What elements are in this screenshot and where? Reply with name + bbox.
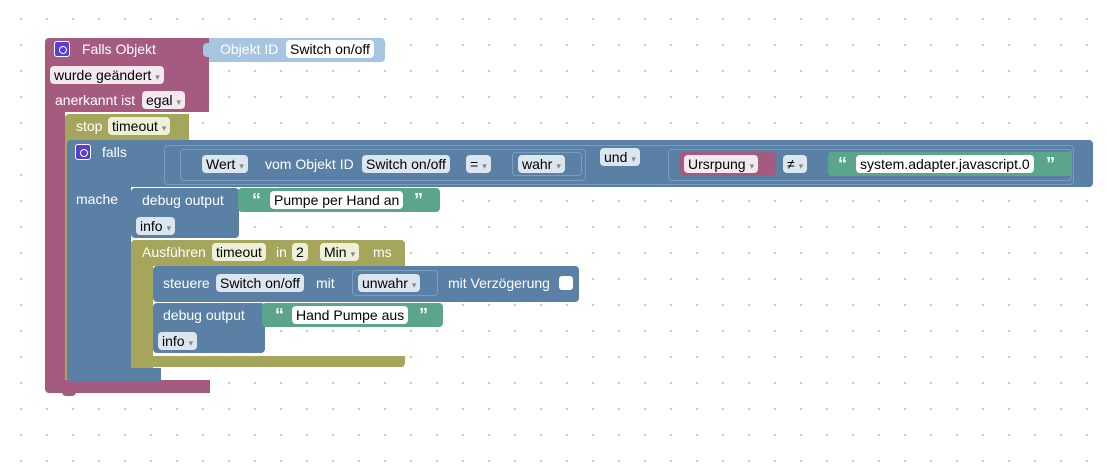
change-dropdown[interactable]: wurde geändert▾ bbox=[50, 66, 164, 84]
neq-operator: ≠ bbox=[787, 156, 795, 172]
adapter-value: system.adapter.javascript.0 bbox=[860, 156, 1030, 172]
neq-operator-dropdown[interactable]: ≠▾ bbox=[783, 155, 808, 173]
ack-dropdown[interactable]: egal▾ bbox=[142, 91, 185, 109]
timeout-amount-field[interactable]: 2 bbox=[292, 243, 308, 261]
wahr-dropdown[interactable]: wahr▾ bbox=[518, 155, 565, 173]
if-block-spine bbox=[67, 187, 131, 373]
dropdown-arrow-icon: ▾ bbox=[166, 223, 172, 233]
debug2-level: info bbox=[162, 333, 185, 349]
stop-value: timeout bbox=[112, 118, 158, 134]
wahr-block-outline[interactable] bbox=[512, 152, 582, 176]
dropdown-arrow-icon: ▾ bbox=[411, 280, 417, 290]
objekt-field[interactable]: Switch on/off bbox=[362, 155, 450, 173]
debug2-text: Hand Pumpe aus bbox=[296, 307, 405, 323]
ursprung-dropdown[interactable]: Ursrpung▾ bbox=[684, 155, 759, 173]
dropdown-arrow-icon: ▾ bbox=[155, 72, 160, 82]
control-value-dropdown[interactable]: unwahr▾ bbox=[358, 274, 421, 292]
wert-value: Wert bbox=[206, 156, 236, 172]
adapter-text-field[interactable]: system.adapter.javascript.0 bbox=[856, 155, 1034, 173]
wert-dropdown[interactable]: Wert▾ bbox=[202, 155, 248, 173]
wahr-value: wahr bbox=[522, 156, 553, 172]
debug2-text-field[interactable]: Hand Pumpe aus bbox=[292, 306, 409, 324]
control-label: steuere bbox=[163, 275, 210, 291]
dropdown-arrow-icon: ▾ bbox=[749, 161, 755, 171]
control-target: Switch on/off bbox=[220, 275, 300, 291]
quote-close-icon: ” bbox=[414, 190, 423, 210]
quote-open-icon: “ bbox=[252, 190, 261, 210]
ack-label: anerkannt ist bbox=[55, 92, 136, 108]
timeout-in-label: in bbox=[276, 244, 287, 260]
falls-label: falls bbox=[102, 144, 127, 160]
unwahr-block-outline[interactable] bbox=[352, 270, 438, 296]
debug1-label: debug output bbox=[142, 192, 224, 208]
quote-open-icon: “ bbox=[275, 305, 284, 325]
timeout-label: Ausführen bbox=[142, 244, 206, 260]
timeout-block-top[interactable] bbox=[131, 240, 405, 266]
debug1-level-dropdown[interactable]: info▾ bbox=[136, 217, 176, 235]
ack-value: egal bbox=[146, 92, 173, 108]
dropdown-arrow-icon: ▾ bbox=[482, 161, 487, 171]
stop-label: stop bbox=[76, 118, 103, 134]
timeout-block-spine bbox=[131, 266, 153, 368]
timeout-ms-label: ms bbox=[373, 244, 392, 260]
dropdown-arrow-icon: ▾ bbox=[239, 161, 244, 171]
eq-operator: = bbox=[470, 156, 479, 172]
and-block-outline[interactable] bbox=[164, 145, 1074, 185]
dropdown-arrow-icon: ▾ bbox=[556, 161, 561, 171]
control-mit-label: mit bbox=[316, 275, 335, 291]
objekt-value: Switch on/off bbox=[366, 156, 446, 172]
trigger-title: Falls Objekt bbox=[82, 41, 156, 57]
dropdown-arrow-icon: ▾ bbox=[161, 123, 167, 133]
change-value: wurde geändert bbox=[54, 67, 152, 83]
timeout-block-bottom bbox=[131, 356, 405, 367]
debug2-label: debug output bbox=[163, 307, 245, 323]
debug2-level-dropdown[interactable]: info▾ bbox=[158, 332, 198, 350]
compare-block-outline[interactable] bbox=[180, 149, 586, 181]
if-block-bottom bbox=[67, 368, 161, 381]
trigger-block-tab bbox=[62, 388, 76, 396]
objekt-id-connector bbox=[203, 43, 211, 57]
timeout-unit: Min bbox=[324, 244, 347, 260]
dropdown-arrow-icon: ▾ bbox=[631, 154, 636, 164]
timeout-name: timeout bbox=[216, 244, 262, 260]
dropdown-arrow-icon: ▾ bbox=[176, 97, 181, 107]
gear-icon[interactable] bbox=[75, 144, 91, 160]
und-dropdown[interactable]: und▾ bbox=[600, 148, 640, 166]
control-target-field[interactable]: Switch on/off bbox=[216, 274, 304, 292]
objekt-id-label: Objekt ID bbox=[220, 41, 279, 57]
timeout-amount: 2 bbox=[296, 244, 304, 260]
vom-objekt-label: vom Objekt ID bbox=[265, 156, 354, 172]
quote-close-icon: ” bbox=[1046, 154, 1055, 174]
gear-icon[interactable] bbox=[54, 41, 70, 57]
delay-label: mit Verzögerung bbox=[448, 275, 550, 291]
control-value: unwahr bbox=[362, 275, 408, 291]
debug1-text-field[interactable]: Pumpe per Hand an bbox=[270, 191, 404, 209]
trigger-block-spine bbox=[45, 112, 65, 384]
dropdown-arrow-icon: ▾ bbox=[188, 338, 194, 348]
eq-operator-dropdown[interactable]: =▾ bbox=[466, 155, 491, 173]
timeout-unit-dropdown[interactable]: Min▾ bbox=[320, 243, 360, 261]
debug1-text: Pumpe per Hand an bbox=[274, 192, 400, 208]
objekt-id-value: Switch on/off bbox=[290, 41, 370, 57]
timeout-name-field[interactable]: timeout bbox=[212, 243, 266, 261]
ursprung-value: Ursrpung bbox=[688, 156, 746, 172]
objekt-id-field[interactable]: Switch on/off bbox=[286, 40, 374, 58]
dropdown-arrow-icon: ▾ bbox=[350, 249, 356, 259]
und-value: und bbox=[604, 149, 628, 165]
stop-dropdown[interactable]: timeout▾ bbox=[108, 117, 171, 135]
quote-close-icon: ” bbox=[419, 305, 428, 325]
debug1-level: info bbox=[140, 218, 163, 234]
dropdown-arrow-icon: ▾ bbox=[798, 161, 804, 171]
delay-checkbox[interactable] bbox=[559, 276, 573, 290]
mache-label: mache bbox=[76, 191, 119, 207]
trigger-block-bottom bbox=[45, 380, 210, 393]
quote-open-icon: “ bbox=[838, 154, 847, 174]
